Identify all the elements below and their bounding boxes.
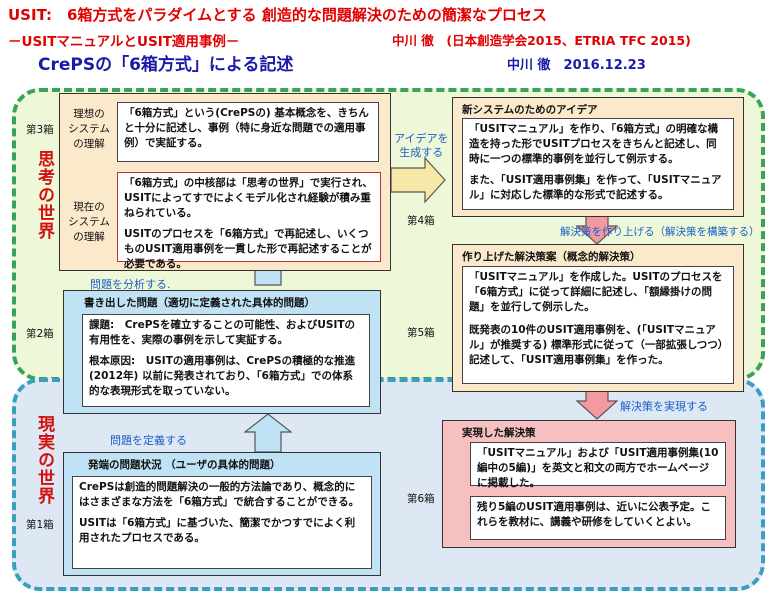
- main-title: USIT: 6箱方式をパラダイムとする 創造的な問題解決のための簡潔なプロセス: [8, 6, 547, 24]
- box2-task: 課題: CrePSを確立することの可能性、およびUSITの有用性を、実際の事例を…: [89, 319, 356, 346]
- up-arrow-define: [243, 413, 293, 453]
- box5-text-1: 「USITマニュアル」を作成した。USITのプロセスを「6箱方式」に従って詳細に…: [469, 271, 723, 313]
- box1-text-2: USITは「6箱方式」に基づいた、簡潔でかつすでによく利用されたプロセスである。: [79, 516, 356, 544]
- box4-content: 「USITマニュアル」を作り、「6箱方式」の明確な構造を持った形でUSITプロセ…: [462, 118, 734, 210]
- box6-title: 実現した解決策: [462, 427, 536, 439]
- current-system-text-1: 「6箱方式」の中核部は「思考の世界」で実行され、USITによってすでによくモデル…: [124, 177, 373, 219]
- box1-content: CrePSは創造的問題解決の一般的方法論であり、概念的にはさまざまな方法を「6箱…: [72, 476, 372, 569]
- box6-text-1: 「USITマニュアル」および「USIT適用事例集(10編中の5編)」を英文と和文…: [470, 442, 726, 489]
- define-problem-label: 問題を定義する: [110, 434, 187, 447]
- build-solution-label: 解決策を作り上げる（解決策を構築する）: [560, 226, 760, 238]
- section-title: CrePSの「6箱方式」による記述: [38, 55, 294, 75]
- level-box1: 第1箱: [26, 519, 54, 531]
- right-arrow-generate: [390, 156, 446, 204]
- down-arrow-build: [575, 215, 619, 245]
- current-system-text-2: USITのプロセスを「6箱方式」で再記述し、いくつものUSIT適用事例を一貫した…: [124, 227, 372, 270]
- real-world-label: 現実の世界: [34, 415, 54, 505]
- realize-solution-label: 解決策を実現する: [620, 400, 708, 413]
- current-system-label: 現在の システム の理解: [68, 201, 110, 244]
- box2-root-cause: 根本原因: USITの適用事例は、CrePSの積極的な推進(2012年) 以前に…: [89, 354, 356, 397]
- level-box5: 第5箱: [407, 327, 435, 339]
- subtitle: －USITマニュアルとUSIT適用事例－: [8, 34, 240, 50]
- level-box3: 第3箱: [26, 124, 54, 136]
- author-affiliation: 中川 徹 (日本創造学会2015、ETRIA TFC 2015): [392, 33, 691, 48]
- level-box2: 第2箱: [26, 328, 54, 340]
- box4-text-2: また、「USIT適用事例集」を作って、「USITマニュアル」に対応した標準的な形…: [469, 173, 722, 201]
- ideal-system-label: 理想の システム の理解: [68, 108, 110, 151]
- author-date: 中川 徹 2016.12.23: [507, 58, 646, 73]
- level-box6: 第6箱: [407, 493, 435, 505]
- box5-content: 「USITマニュアル」を作成した。USITのプロセスを「6箱方式」に従って詳細に…: [462, 266, 734, 384]
- current-system-text: 「6箱方式」の中核部は「思考の世界」で実行され、USITによってすでによくモデル…: [117, 172, 381, 270]
- box5-text-2: 既発表の10件のUSIT適用事例を、(「USITマニュアル」が推奨する) 標準形…: [469, 323, 724, 366]
- box1-text-1: CrePSは創造的問題解決の一般的方法論であり、概念的にはさまざまな方法を「6箱…: [79, 481, 360, 508]
- box5-title: 作り上げた解決策案（概念的解決策）: [462, 251, 641, 263]
- box1-title: 発端の問題状況 （ユーザの具体的問題）: [88, 459, 281, 471]
- box4-title: 新システムのためのアイデア: [462, 104, 598, 116]
- box6-text-2: 残り5編のUSIT適用事例は、近いに公表予定。これらを教材に、講義や研修をしてい…: [470, 496, 726, 540]
- box4-text-1: 「USITマニュアル」を作り、「6箱方式」の明確な構造を持った形でUSITプロセ…: [469, 123, 718, 165]
- box2-content: 課題: CrePSを確立することの可能性、およびUSITの有用性を、実際の事例を…: [82, 314, 370, 407]
- box2-title: 書き出した問題（適切に定義された具体的問題）: [84, 297, 315, 309]
- down-arrow-realize: [575, 390, 619, 420]
- generate-ideas-label: アイデアを 生成する: [394, 132, 449, 159]
- thinking-world-label: 思考の世界: [34, 150, 54, 240]
- analyze-problem-label: 問題を分析する.: [90, 278, 171, 291]
- ideal-system-text: 「6箱方式」という(CrePSの) 基本概念を、きちんと十分に記述し、事例（特に…: [117, 102, 379, 162]
- level-box4: 第4箱: [407, 215, 435, 227]
